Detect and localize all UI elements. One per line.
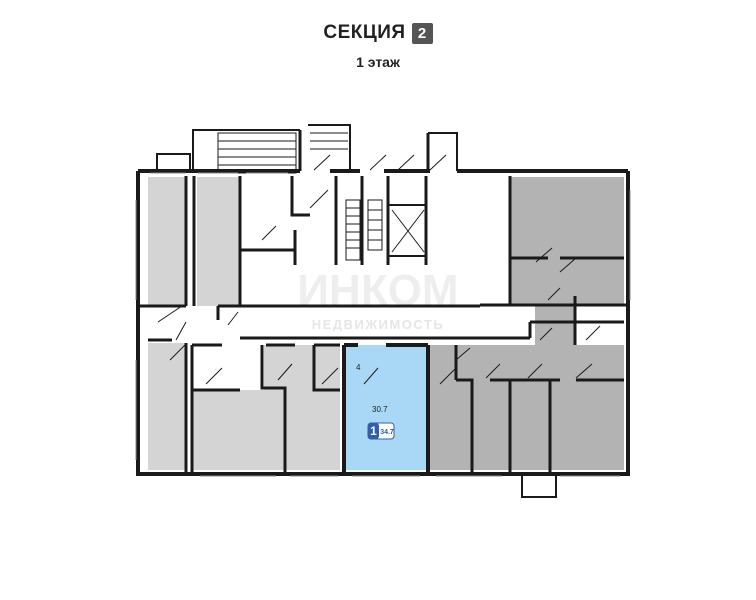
room-number-label: 4	[356, 363, 361, 372]
rooms-badge-box	[368, 423, 379, 439]
door-swings	[157, 154, 601, 385]
windows	[135, 172, 631, 477]
title-row: СЕКЦИЯ 2	[0, 22, 756, 44]
unit-left-2	[197, 177, 239, 306]
unit-right-bottom	[430, 345, 624, 470]
rooms-count-text: 1	[370, 424, 377, 438]
living-area-label: 30.7	[372, 405, 388, 414]
unit-right-top	[510, 177, 624, 305]
section-title: СЕКЦИЯ	[323, 22, 406, 43]
unit-left-1	[148, 177, 186, 306]
total-area-text: 34.7	[380, 429, 394, 436]
walls	[136, 124, 630, 498]
plan-header: СЕКЦИЯ 2 1 этаж	[0, 22, 756, 70]
watermark-subtitle: НЕДВИЖИМОСТЬ	[312, 317, 444, 332]
watermark-brand: ИНКОМ	[297, 266, 458, 315]
apartment-highlight[interactable]	[346, 345, 426, 470]
section-number-badge: 2	[411, 22, 433, 44]
unit-left-3	[148, 343, 186, 470]
unit-right-mid	[535, 290, 575, 345]
floor-label: 1 этаж	[356, 54, 400, 70]
apartment-badge[interactable]: 1 34.7	[367, 422, 395, 440]
unit-bottom-2	[264, 345, 340, 470]
